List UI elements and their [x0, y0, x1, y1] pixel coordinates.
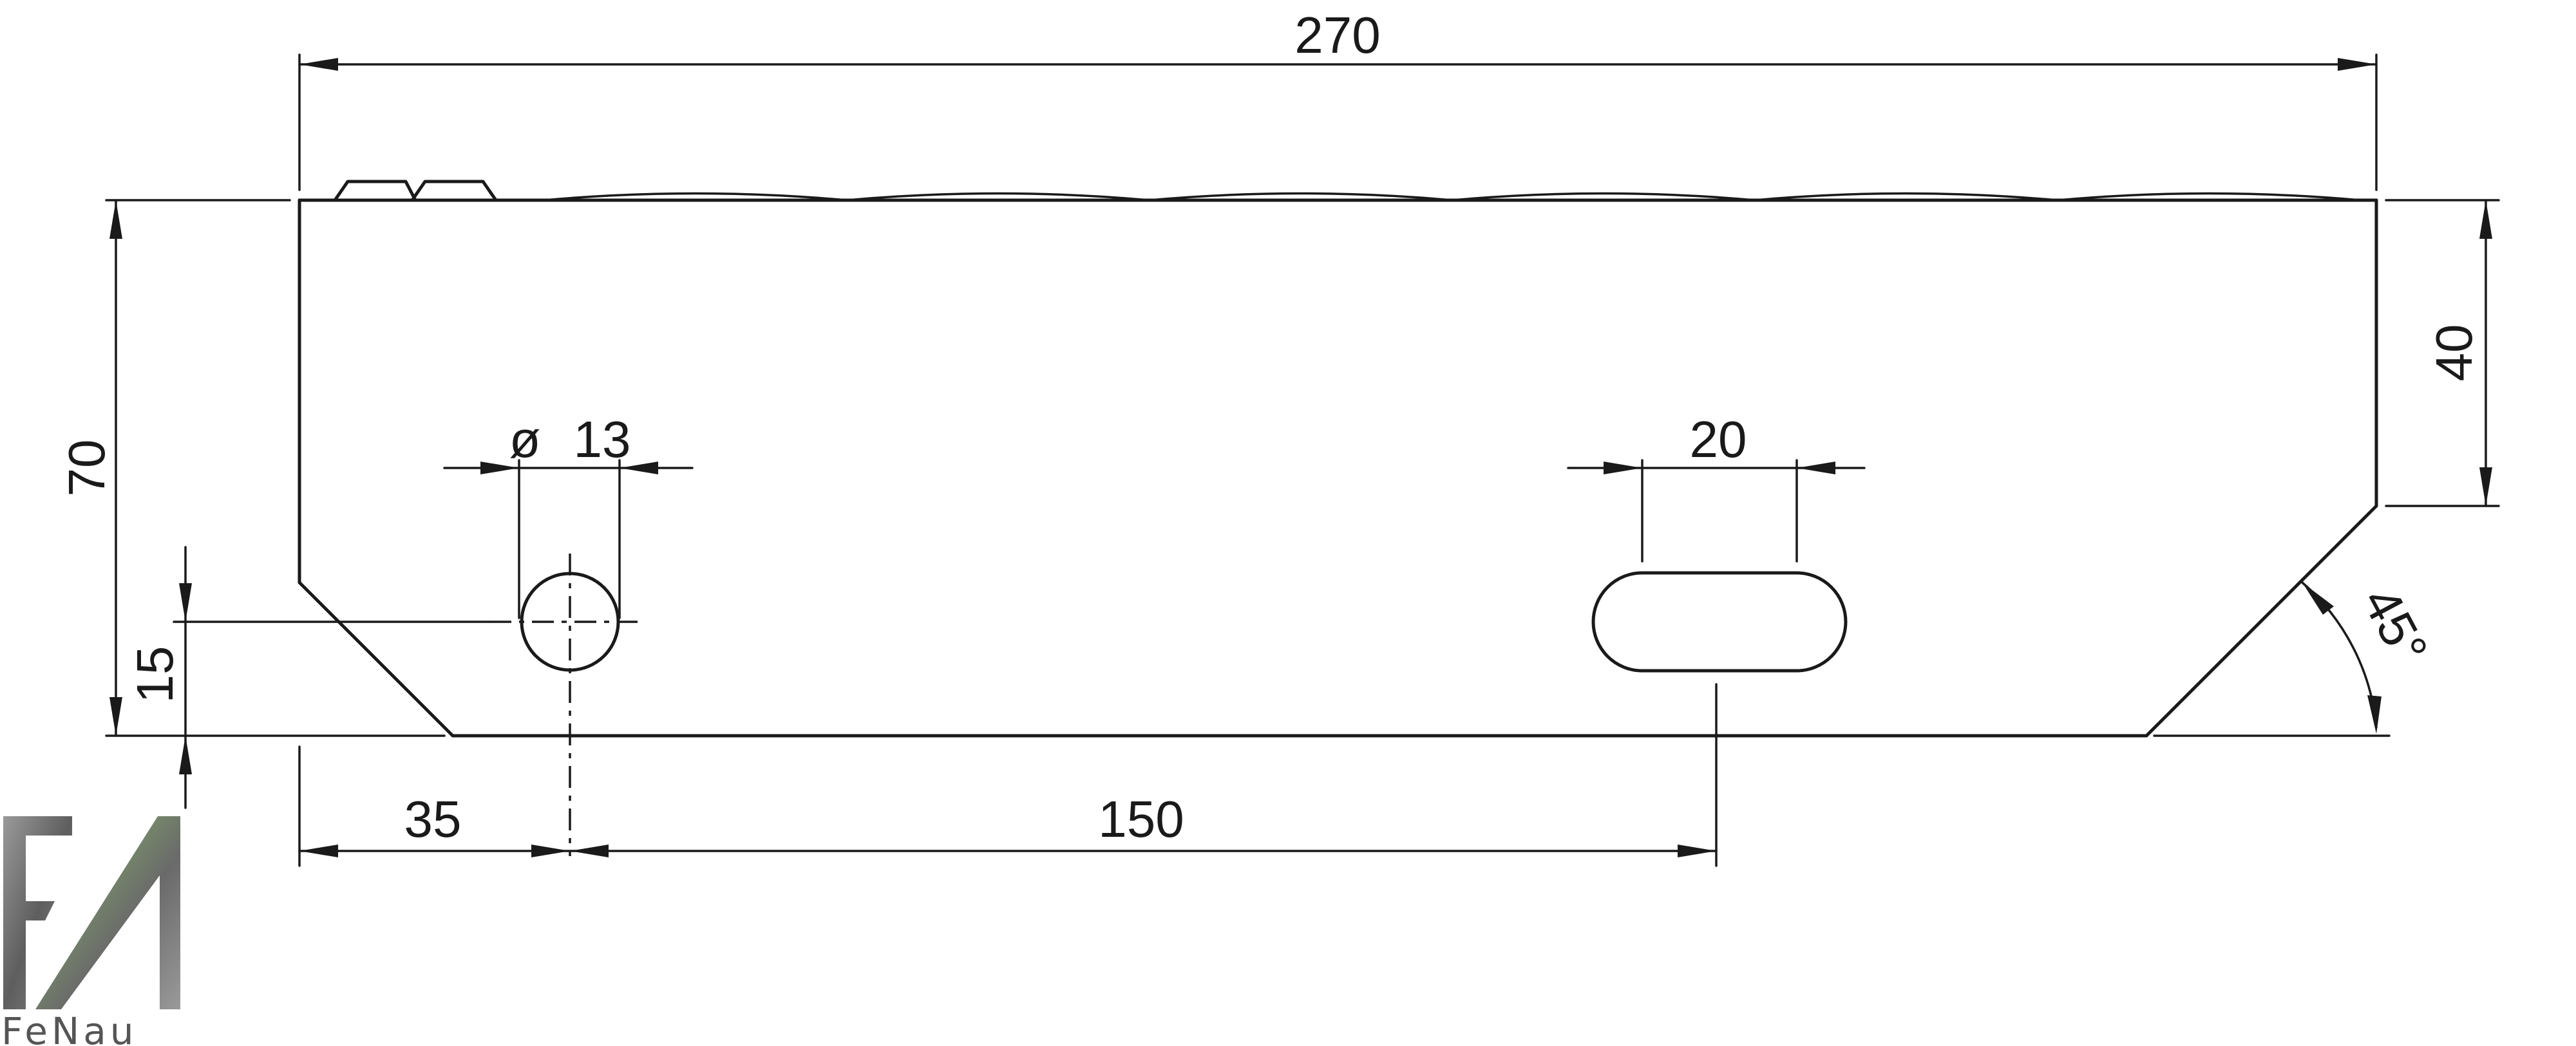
dim-text-20: 20: [1690, 411, 1747, 468]
arrow-bottom: [2479, 467, 2492, 506]
dim-text-150: 150: [1098, 790, 1184, 848]
dim-text-270: 270: [1294, 6, 1380, 64]
dim-hole-height: 15: [126, 546, 491, 809]
arrow-right: [1797, 462, 1835, 474]
slot: [1591, 571, 1848, 867]
part-outline: [298, 198, 2378, 738]
dim-text-45: 45°: [2352, 578, 2439, 674]
arrow-left: [299, 58, 338, 71]
logo-text: FeNau: [1, 1009, 138, 1046]
dim-chamfer-angle: 45°: [2153, 578, 2439, 737]
arrow-top: [109, 200, 122, 239]
arrow-left: [299, 845, 338, 857]
serrated-top: [333, 180, 2362, 202]
left-chamfer: [298, 581, 455, 738]
arrow-arc-bottom: [2367, 695, 2382, 734]
arrow-left: [480, 462, 519, 474]
arrow-bottom: [179, 736, 192, 774]
dim-right-height: 40: [2385, 199, 2500, 507]
dim-overall-height: 70: [58, 199, 446, 737]
arrow-right: [620, 462, 658, 474]
arrow-left: [1604, 462, 1642, 474]
dim-hole-diameter: ø 13: [443, 411, 694, 619]
arrow-arc-top: [2302, 583, 2334, 615]
dim-text-35: 35: [404, 790, 462, 848]
tooth-1: [333, 180, 417, 202]
dim-overall-length: 270: [298, 6, 2378, 191]
dim-text-70: 70: [58, 440, 115, 497]
arrow-top: [179, 583, 192, 622]
arrow-top: [2479, 200, 2492, 239]
serration-waves: [543, 192, 2362, 201]
tooth-2: [410, 180, 498, 202]
dim-slot-width: 20: [1567, 411, 1866, 563]
arrow-slot: [1678, 845, 1716, 857]
arrow-bottom: [109, 697, 122, 736]
arrow-right: [2338, 58, 2376, 71]
right-chamfer: [2145, 504, 2378, 738]
slot-outline: [1591, 571, 1848, 673]
arrow-hole-left: [531, 845, 570, 857]
dim-text-diameter-symbol: ø: [509, 411, 541, 468]
dim-hole-offset: 35 150: [298, 745, 1718, 867]
arrow-hole-right: [570, 845, 609, 857]
dim-text-40: 40: [2425, 324, 2483, 382]
round-hole: [489, 554, 638, 856]
logo-a-shape: [35, 816, 180, 1009]
fenau-logo: FeNau: [1, 816, 180, 1046]
logo-f-shape: [3, 816, 72, 1009]
dim-text-15: 15: [126, 646, 184, 704]
dim-text-13: 13: [574, 411, 631, 468]
